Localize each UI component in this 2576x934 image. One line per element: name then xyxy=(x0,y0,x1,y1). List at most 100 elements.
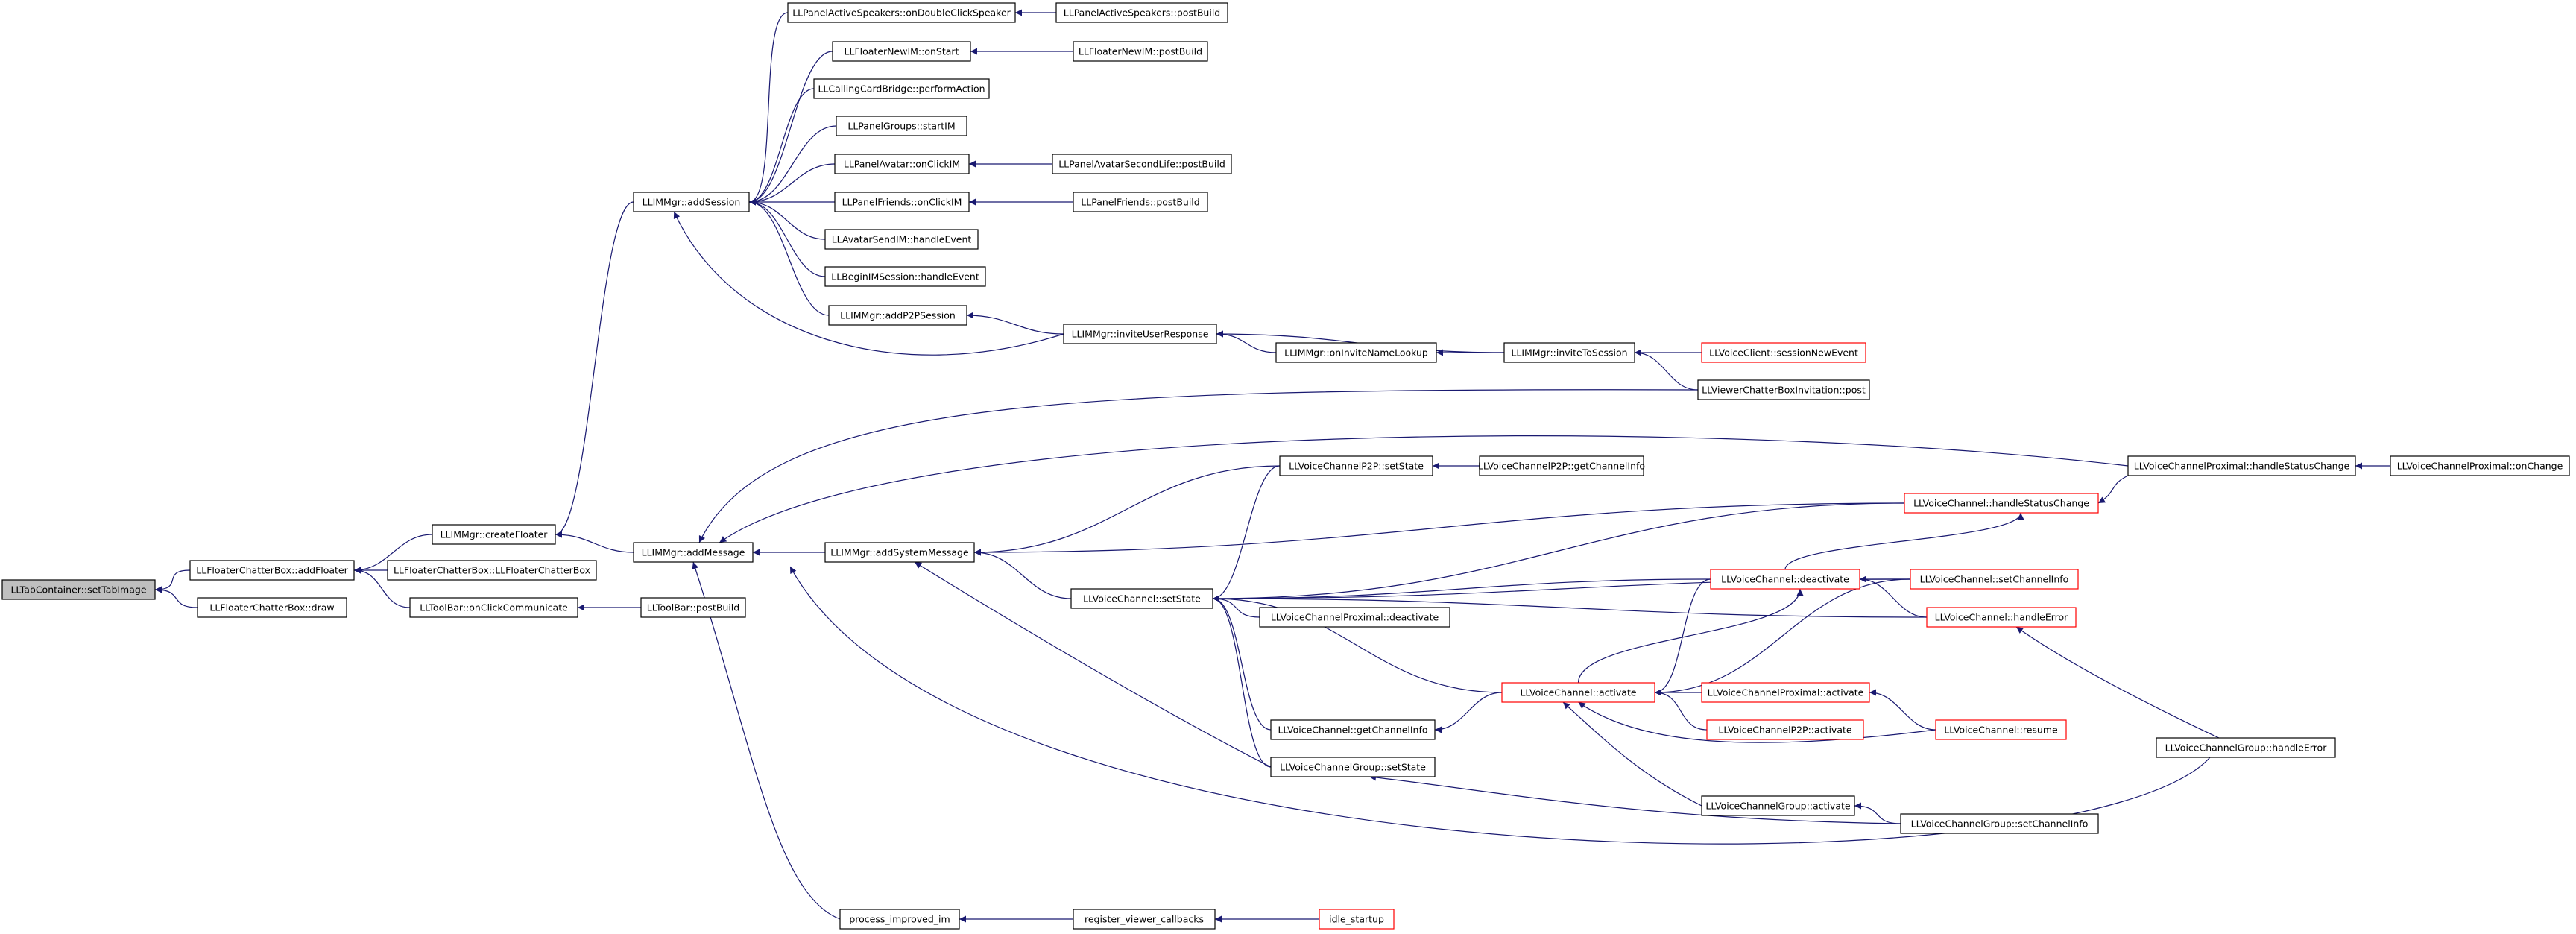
node-n36[interactable]: LLVoiceChannelProximal::deactivate xyxy=(1259,607,1450,628)
node-n0[interactable]: LLTabContainer::setTabImage xyxy=(1,579,156,600)
node-box[interactable] xyxy=(1910,569,2079,590)
node-n14[interactable]: LLPanelGroups::startIM xyxy=(836,116,967,136)
node-box[interactable] xyxy=(834,192,970,212)
node-box[interactable] xyxy=(2390,455,2570,476)
node-box[interactable] xyxy=(1701,682,1870,703)
node-box[interactable] xyxy=(1900,813,2099,834)
node-box[interactable] xyxy=(1275,342,1437,363)
node-n12[interactable]: LLFloaterNewIM::postBuild xyxy=(1073,41,1208,62)
node-box[interactable] xyxy=(197,597,347,618)
node-n19[interactable]: LLAvatarSendIM::handleEvent xyxy=(824,229,979,250)
node-box[interactable] xyxy=(824,542,975,563)
node-n7[interactable]: LLIMMgr::addSession xyxy=(633,192,750,212)
node-box[interactable] xyxy=(1270,719,1436,740)
node-n47[interactable]: process_improved_im xyxy=(839,909,960,930)
node-n35[interactable]: LLVoiceChannel::setChannelInfo xyxy=(1910,569,2079,590)
node-box[interactable] xyxy=(409,597,578,618)
node-box[interactable] xyxy=(1701,795,1855,816)
node-n48[interactable]: register_viewer_callbacks xyxy=(1073,909,1216,930)
node-n39[interactable]: LLVoiceChannelProximal::activate xyxy=(1701,682,1870,703)
node-box[interactable] xyxy=(1073,909,1216,930)
node-n6[interactable]: LLToolBar::postBuild xyxy=(640,597,746,618)
node-n37[interactable]: LLVoiceChannel::handleError xyxy=(1926,607,2077,628)
node-box[interactable] xyxy=(1052,154,1232,174)
node-box[interactable] xyxy=(828,305,967,326)
node-box[interactable] xyxy=(1270,757,1436,777)
node-box[interactable] xyxy=(633,192,750,212)
node-box[interactable] xyxy=(1697,379,1870,400)
node-box[interactable] xyxy=(387,560,597,581)
node-box[interactable] xyxy=(824,229,979,250)
node-n1[interactable]: LLFloaterChatterBox::addFloater xyxy=(189,560,355,581)
node-n46[interactable]: LLVoiceChannelGroup::setChannelInfo xyxy=(1900,813,2099,834)
node-box[interactable] xyxy=(839,909,960,930)
node-n9[interactable]: LLPanelActiveSpeakers::onDoubleClickSpea… xyxy=(787,2,1016,23)
node-box[interactable] xyxy=(1701,342,1866,363)
node-n4[interactable]: LLFloaterChatterBox::LLFloaterChatterBox xyxy=(387,560,597,581)
node-box[interactable] xyxy=(1710,569,1860,590)
node-n18[interactable]: LLPanelFriends::postBuild xyxy=(1073,192,1208,212)
node-n34[interactable]: LLVoiceChannel::deactivate xyxy=(1710,569,1860,590)
node-n28[interactable]: LLVoiceChannelP2P::setState xyxy=(1279,455,1433,476)
node-n16[interactable]: LLPanelAvatarSecondLife::postBuild xyxy=(1052,154,1232,174)
node-n31[interactable]: LLVoiceChannelProximal::onChange xyxy=(2390,455,2570,476)
node-box[interactable] xyxy=(1501,682,1655,703)
node-n41[interactable]: LLVoiceChannelP2P::activate xyxy=(1706,719,1864,740)
node-n27[interactable]: LLIMMgr::addSystemMessage xyxy=(824,542,975,563)
node-n3[interactable]: LLIMMgr::createFloater xyxy=(432,524,556,545)
node-n43[interactable]: LLVoiceChannelGroup::setState xyxy=(1270,757,1436,777)
node-box[interactable] xyxy=(1479,455,1644,476)
node-box[interactable] xyxy=(836,116,967,136)
node-n25[interactable]: LLVoiceClient::sessionNewEvent xyxy=(1701,342,1866,363)
node-n23[interactable]: LLIMMgr::onInviteNameLookup xyxy=(1275,342,1437,363)
node-box[interactable] xyxy=(640,597,746,618)
node-n38[interactable]: LLVoiceChannel::activate xyxy=(1501,682,1655,703)
node-box[interactable] xyxy=(1073,41,1208,62)
node-box[interactable] xyxy=(834,154,970,174)
node-n26[interactable]: LLViewerChatterBoxInvitation::post xyxy=(1697,379,1870,400)
node-box[interactable] xyxy=(1,579,156,600)
node-n45[interactable]: LLVoiceChannelGroup::activate xyxy=(1701,795,1855,816)
node-n20[interactable]: LLBeginIMSession::handleEvent xyxy=(824,266,986,287)
node-box[interactable] xyxy=(1070,588,1213,609)
node-box[interactable] xyxy=(824,266,986,287)
node-n40[interactable]: LLVoiceChannel::getChannelInfo xyxy=(1270,719,1436,740)
node-box[interactable] xyxy=(1319,909,1395,930)
node-box[interactable] xyxy=(1055,2,1228,23)
node-box[interactable] xyxy=(2127,455,2356,476)
node-box[interactable] xyxy=(1279,455,1433,476)
node-n49[interactable]: idle_startup xyxy=(1319,909,1395,930)
node-n13[interactable]: LLCallingCardBridge::performAction xyxy=(813,78,990,99)
node-n30[interactable]: LLVoiceChannelProximal::handleStatusChan… xyxy=(2127,455,2356,476)
node-n8[interactable]: LLIMMgr::addMessage xyxy=(633,542,754,563)
node-box[interactable] xyxy=(1259,607,1450,628)
node-box[interactable] xyxy=(813,78,990,99)
node-n22[interactable]: LLIMMgr::inviteUserResponse xyxy=(1063,324,1217,344)
node-box[interactable] xyxy=(1904,493,2099,514)
node-n2[interactable]: LLFloaterChatterBox::draw xyxy=(197,597,347,618)
node-n44[interactable]: LLVoiceChannelGroup::handleError xyxy=(2156,737,2336,758)
node-box[interactable] xyxy=(787,2,1016,23)
node-box[interactable] xyxy=(1706,719,1864,740)
node-n42[interactable]: LLVoiceChannel::resume xyxy=(1935,719,2067,740)
node-n32[interactable]: LLVoiceChannel::handleStatusChange xyxy=(1904,493,2099,514)
node-box[interactable] xyxy=(1073,192,1208,212)
node-box[interactable] xyxy=(1935,719,2067,740)
node-n24[interactable]: LLIMMgr::inviteToSession xyxy=(1503,342,1635,363)
node-n10[interactable]: LLPanelActiveSpeakers::postBuild xyxy=(1055,2,1228,23)
node-n21[interactable]: LLIMMgr::addP2PSession xyxy=(828,305,967,326)
node-n33[interactable]: LLVoiceChannel::setState xyxy=(1070,588,1213,609)
node-box[interactable] xyxy=(189,560,355,581)
node-n29[interactable]: LLVoiceChannelP2P::getChannelInfo xyxy=(1478,455,1645,476)
node-box[interactable] xyxy=(832,41,971,62)
node-box[interactable] xyxy=(633,542,754,563)
node-n15[interactable]: LLPanelAvatar::onClickIM xyxy=(834,154,970,174)
node-box[interactable] xyxy=(1926,607,2077,628)
node-box[interactable] xyxy=(2156,737,2336,758)
node-n5[interactable]: LLToolBar::onClickCommunicate xyxy=(409,597,578,618)
node-n17[interactable]: LLPanelFriends::onClickIM xyxy=(834,192,970,212)
node-box[interactable] xyxy=(432,524,556,545)
node-box[interactable] xyxy=(1063,324,1217,344)
node-box[interactable] xyxy=(1503,342,1635,363)
node-n11[interactable]: LLFloaterNewIM::onStart xyxy=(832,41,971,62)
